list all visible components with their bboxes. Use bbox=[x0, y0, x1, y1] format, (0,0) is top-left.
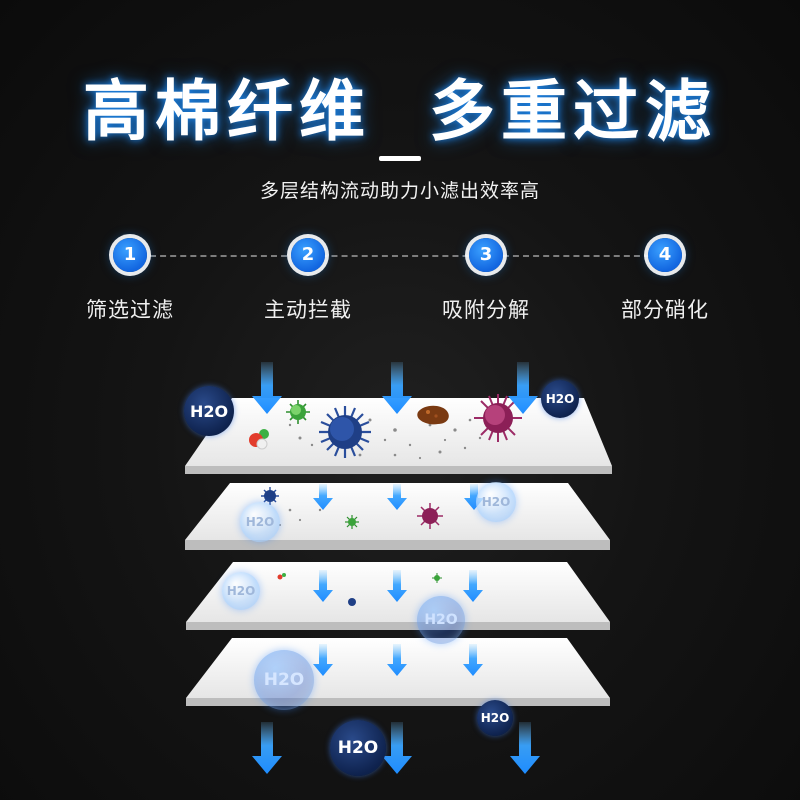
bacteria-small-blue bbox=[261, 487, 279, 505]
down-arrow-icon bbox=[382, 362, 412, 414]
virus-small-magenta bbox=[417, 503, 443, 529]
bacteria-small-green bbox=[345, 515, 359, 529]
h2o-bubble: H2O bbox=[417, 596, 465, 644]
step-number-badge: 4 bbox=[648, 238, 682, 272]
step-label: 部分硝化 bbox=[621, 298, 709, 322]
virus-magenta bbox=[474, 394, 522, 442]
down-arrow-icon bbox=[463, 644, 483, 676]
step-3: 3 吸附分解 bbox=[406, 232, 566, 324]
step-label: 筛选过滤 bbox=[86, 298, 174, 322]
h2o-bubble: H2O bbox=[222, 572, 260, 610]
step-label: 吸附分解 bbox=[442, 298, 530, 322]
down-arrow-icon bbox=[382, 722, 412, 774]
bacteria-large-blue bbox=[319, 406, 371, 458]
flow-arrows bbox=[252, 362, 540, 774]
down-arrow-icon bbox=[252, 722, 282, 774]
step-label: 主动拦截 bbox=[264, 298, 352, 322]
h2o-bubble: H2O bbox=[254, 650, 314, 710]
debris-particles bbox=[279, 418, 482, 526]
step-number-badge: 2 bbox=[291, 238, 325, 272]
down-arrow-icon bbox=[510, 722, 540, 774]
bacteria-tiny-blue bbox=[348, 598, 356, 606]
h2o-bubble: H2O bbox=[330, 720, 386, 776]
h2o-bubble: H2O bbox=[477, 700, 513, 736]
h2o-bubble: H2O bbox=[476, 482, 516, 522]
h2o-bubble: H2O bbox=[184, 386, 234, 436]
down-arrow-icon bbox=[463, 570, 483, 602]
bacteria-green bbox=[286, 400, 310, 424]
step-number-badge: 1 bbox=[113, 238, 147, 272]
step-4: 4 部分硝化 bbox=[585, 232, 745, 324]
molecule-cluster bbox=[249, 429, 269, 450]
down-arrow-icon bbox=[313, 570, 333, 602]
h2o-bubble: H2O bbox=[541, 380, 579, 418]
h2o-bubble: H2O bbox=[240, 502, 280, 542]
down-arrow-icon bbox=[313, 484, 333, 510]
down-arrow-icon bbox=[387, 484, 407, 510]
down-arrow-icon bbox=[508, 362, 538, 414]
down-arrow-icon bbox=[252, 362, 282, 414]
step-1: 1 筛选过滤 bbox=[50, 232, 210, 324]
title-underline bbox=[379, 156, 421, 161]
step-number-badge: 3 bbox=[469, 238, 503, 272]
page-subtitle: 多层结构流动助力小滤出效率高 bbox=[259, 180, 540, 202]
down-arrow-icon bbox=[387, 644, 407, 676]
sludge-particle bbox=[417, 405, 449, 425]
page-title: 高棉纤维 多重过滤 bbox=[83, 73, 717, 150]
bacteria-tiny-green bbox=[432, 573, 442, 583]
molecule-tiny bbox=[277, 573, 286, 580]
step-2: 2 主动拦截 bbox=[228, 232, 388, 324]
steps-connector bbox=[150, 255, 650, 257]
down-arrow-icon bbox=[387, 570, 407, 602]
down-arrow-icon bbox=[313, 644, 333, 676]
